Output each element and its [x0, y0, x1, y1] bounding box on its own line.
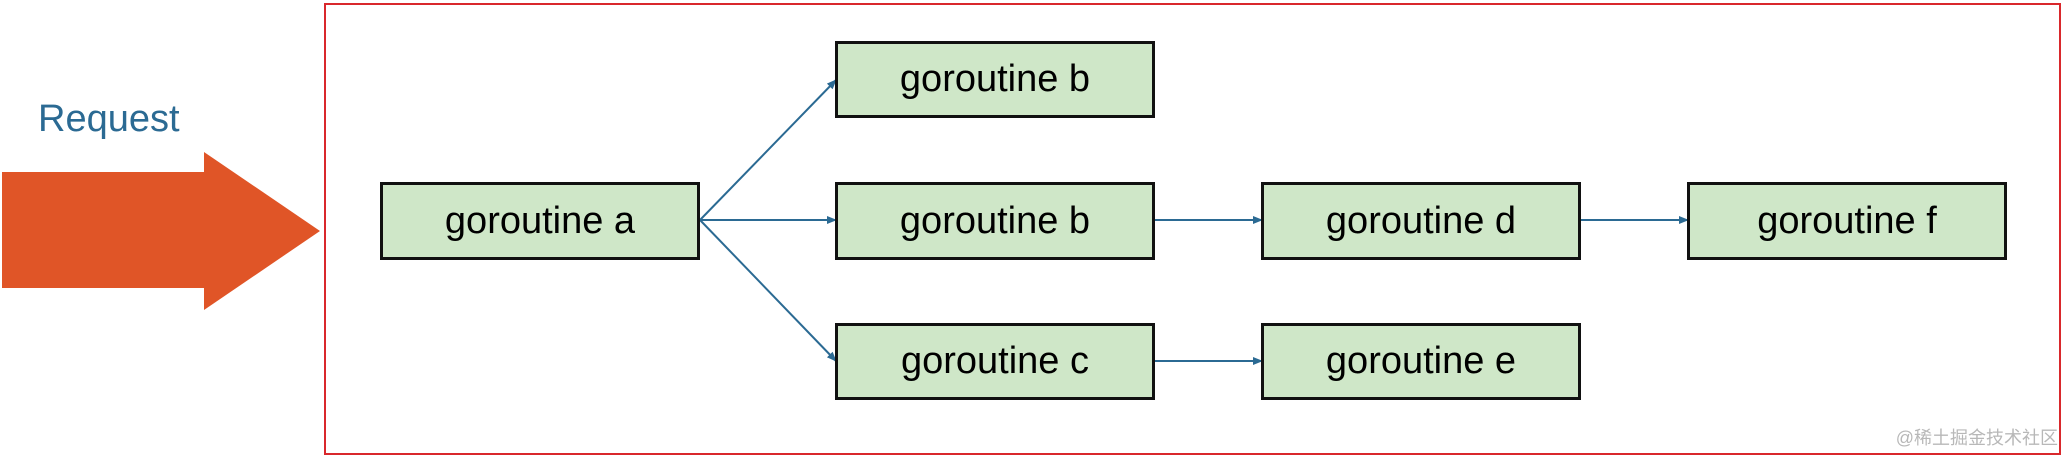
- node-goroutine-f: goroutine f: [1687, 182, 2007, 260]
- node-goroutine-b-top-label: goroutine b: [899, 58, 1091, 100]
- watermark: @稀土掘金技术社区: [1895, 428, 2058, 448]
- node-goroutine-c: goroutine c: [835, 323, 1155, 400]
- node-goroutine-b-mid-label: goroutine b: [899, 199, 1091, 242]
- request-arrow-icon: [2, 152, 320, 310]
- node-goroutine-e-label: goroutine e: [1325, 340, 1517, 382]
- node-goroutine-a: goroutine a: [380, 182, 700, 260]
- node-goroutine-a-label: goroutine a: [444, 199, 636, 242]
- edge-a-to-c: [699, 219, 837, 362]
- node-goroutine-b-top: goroutine b: [835, 41, 1155, 118]
- request-label: Request: [38, 98, 180, 140]
- edge-a-to-b-top: [699, 79, 837, 221]
- goroutine-container-frame: [324, 3, 2061, 455]
- node-goroutine-e: goroutine e: [1261, 323, 1581, 400]
- node-goroutine-f-label: goroutine f: [1757, 199, 1937, 242]
- node-goroutine-c-label: goroutine c: [900, 340, 1089, 382]
- node-goroutine-d: goroutine d: [1261, 182, 1581, 260]
- node-goroutine-b-mid: goroutine b: [835, 182, 1155, 260]
- node-goroutine-d-label: goroutine d: [1325, 199, 1517, 242]
